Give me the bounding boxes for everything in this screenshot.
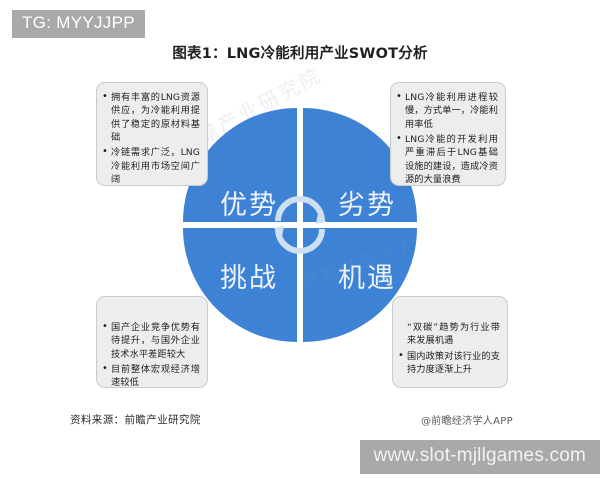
- list-item: LNG冷能的开发利用严重滞后于LNG基础设施的建设，造成冷资源的大量浪费: [396, 132, 498, 186]
- cycle-arrows-icon: [274, 196, 326, 254]
- callout-weaknesses-list: LNG冷能利用进程较慢，方式单一，冷能利用率低 LNG冷能的开发利用严重滞后于L…: [396, 90, 498, 186]
- quadrant-label-strengths: 优势: [220, 190, 278, 221]
- callout-opportunities[interactable]: “双碳”趋势为行业带来发展机遇 国内政策对该行业的支持力度逐渐上升: [392, 296, 508, 388]
- site-watermark: www.slot-mjllgames.com: [359, 440, 600, 474]
- list-item: 目前整体宏观经济增速较低: [102, 362, 200, 390]
- callout-strengths[interactable]: 拥有丰富的LNG资源供应，为冷能利用提供了稳定的原材料基础 冷链需求广泛，LNG…: [96, 82, 208, 186]
- swot-quadrant-wheel: 优势 劣势 挑战 机遇: [183, 108, 417, 342]
- app-credit: @前瞻经济学人APP: [421, 416, 513, 427]
- quadrant-label-weaknesses: 劣势: [338, 190, 396, 221]
- list-item: 冷链需求广泛，LNG冷能利用市场空间广阔: [102, 145, 200, 186]
- quadrant-label-challenges: 挑战: [220, 263, 278, 294]
- tg-handle-banner: TG: MYYJJPP: [12, 10, 145, 38]
- callout-challenges[interactable]: 国产企业竞争优势有待提升，与国外企业技术水平差距较大 目前整体宏观经济增速较低: [96, 296, 208, 388]
- list-item: 拥有丰富的LNG资源供应，为冷能利用提供了稳定的原材料基础: [102, 90, 200, 144]
- callout-opportunities-list: “双碳”趋势为行业带来发展机遇 国内政策对该行业的支持力度逐渐上升: [398, 321, 500, 376]
- source-note: 资料来源：前瞻产业研究院: [70, 414, 201, 426]
- list-item: “双碳”趋势为行业带来发展机遇: [407, 322, 500, 347]
- page-title: 图表1：LNG冷能利用产业SWOT分析: [172, 46, 428, 62]
- callout-strengths-list: 拥有丰富的LNG资源供应，为冷能利用提供了稳定的原材料基础 冷链需求广泛，LNG…: [102, 90, 200, 186]
- list-item: LNG冷能利用进程较慢，方式单一，冷能利用率低: [396, 90, 498, 131]
- quadrant-label-opportunities: 机遇: [338, 263, 396, 294]
- callout-weaknesses[interactable]: LNG冷能利用进程较慢，方式单一，冷能利用率低 LNG冷能的开发利用严重滞后于L…: [390, 82, 506, 186]
- list-item: 国产企业竞争优势有待提升，与国外企业技术水平差距较大: [102, 320, 200, 361]
- list-item: 国内政策对该行业的支持力度逐渐上升: [398, 349, 500, 377]
- callout-challenges-list: 国产企业竞争优势有待提升，与国外企业技术水平差距较大 目前整体宏观经济增速较低: [102, 320, 200, 390]
